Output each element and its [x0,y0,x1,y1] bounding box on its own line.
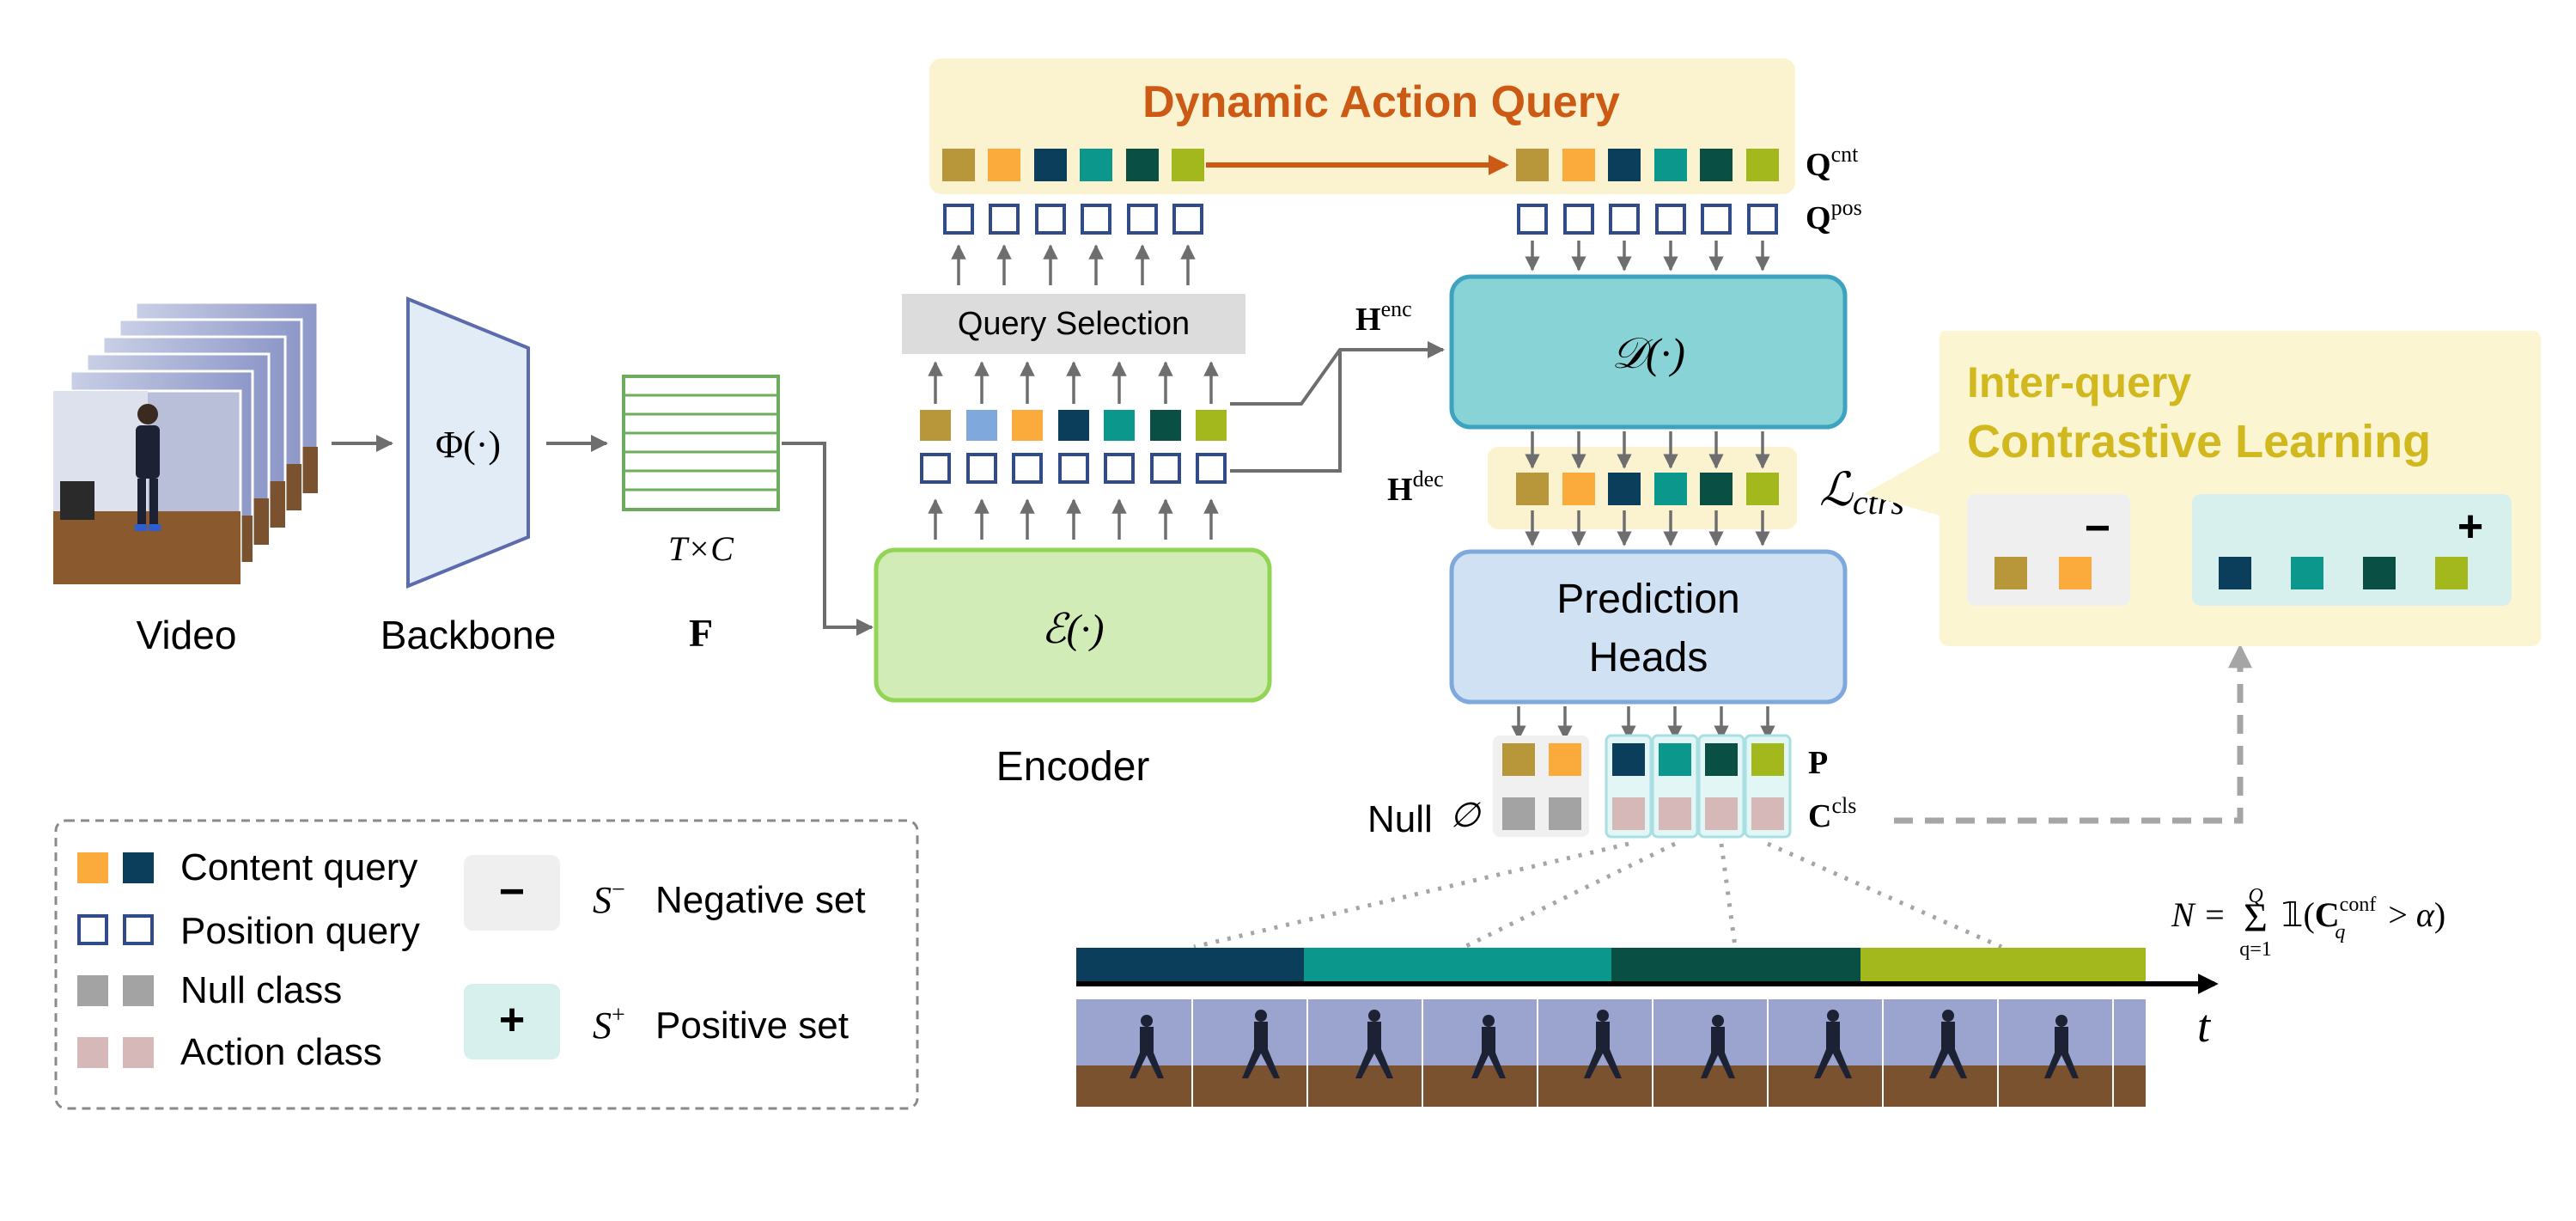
legend-action-swatch-2 [123,1037,154,1068]
dynamic-query-title: Dynamic Action Query [1142,77,1620,127]
backbone-block [406,296,530,589]
positive-set-box [2192,494,2512,606]
token-to-selection-arrows [928,361,1219,404]
svg-text:N =: N = [2171,895,2226,934]
h-enc-arrow-position [1230,350,1342,473]
decoder-block [1449,274,1848,430]
legend-positive-symbol: S+ [593,1002,625,1047]
pos-token-4 [2435,557,2468,589]
pos-token-2 [2291,557,2323,589]
decoder-to-hdec-arrows [1525,431,1770,469]
h-enc-label: Henc [1355,296,1412,338]
legend-negative-sign: − [499,867,525,917]
c-cls-label: Ccls [1808,793,1856,834]
positive-set-sign: + [2457,502,2483,552]
h-dec-label: Hdec [1387,467,1444,508]
encoder-content-tokens [920,410,1227,441]
timeline-segments [1076,948,2146,982]
legend-content-swatch-2 [123,852,154,883]
legend-position-query: Position query [180,910,420,952]
query-content-left [942,149,1204,181]
query-selection-label: Query Selection [958,306,1190,342]
legend-negative-set: Negative set [655,879,866,921]
pos-token-3 [2363,557,2396,589]
prediction-cls-row [1502,797,1784,830]
video-strip [1076,999,2146,1107]
svg-text:q=1: q=1 [2239,938,2272,961]
query-to-decoder-arrows [1525,241,1770,272]
svg-text:Σ: Σ [2244,895,2268,941]
encoder-output-arrows [928,498,1219,540]
legend-null-swatch-1 [77,975,108,1006]
query-position-left [943,204,1203,235]
prediction-heads-line1: Prediction [1556,577,1739,622]
negative-set-sign: − [2085,504,2110,553]
q-pos-label: Qpos [1806,195,1862,236]
legend-content-swatch-1 [77,852,108,883]
prediction-p-row [1502,743,1784,776]
feature-map [622,375,780,511]
null-symbol: ∅ [1450,796,1482,834]
legend-positive-set: Positive set [655,1004,849,1047]
feature-dim-label: T×C [668,529,734,568]
legend-null-class: Null class [180,969,342,1011]
legend-null-swatch-2 [123,975,154,1006]
video-frames [52,301,320,586]
arrow-feature-to-encoder [782,442,874,636]
backbone-label: Backbone [381,613,557,657]
q-cnt-label: Qcnt [1806,142,1859,183]
timeline-dotted-links [1193,841,2003,949]
backbone-symbol: Φ(·) [435,424,501,466]
legend-positive-swatch [464,984,560,1059]
feature-symbol: F [689,611,713,655]
query-position-right [1517,204,1778,235]
video-label: Video [137,613,237,657]
selection-to-query-arrows [951,244,1196,285]
hdec-to-heads-arrows [1525,510,1770,546]
neg-token-2 [2059,557,2092,589]
prediction-heads-line2: Heads [1589,635,1708,681]
legend-negative-swatch [464,855,560,931]
encoder-label: Encoder [996,744,1150,790]
time-axis-label: t [2197,1000,2212,1052]
legend-positive-sign: + [499,995,525,1045]
h-dec-tokens [1516,473,1779,505]
heads-to-output-arrows [1511,706,1775,741]
prediction-heads-block [1449,549,1848,705]
legend-action-swatch-1 [77,1037,108,1068]
decoder-symbol: 𝒟(·) [1611,329,1685,377]
p-label: P [1808,745,1828,781]
legend-box [54,819,919,1110]
null-label: Null [1367,798,1433,840]
pos-token-1 [2219,557,2251,589]
video-front-frame [52,389,242,586]
feedback-arrow [1894,644,2252,824]
h-enc-arrow-content [1230,341,1445,406]
query-selection-block [902,294,1245,354]
encoder-symbol: ℰ(·) [1041,607,1104,652]
svg-text:Q: Q [2248,885,2262,907]
legend-negative-symbol: S− [593,876,625,921]
contrastive-title-line2: Contrastive Learning [1967,416,2431,467]
query-content-right [1516,149,1779,181]
encoder-block [874,547,1272,703]
contrastive-title-line1: Inter-query [1967,358,2191,406]
legend-action-class: Action class [180,1031,382,1073]
legend-content-query: Content query [180,846,417,888]
legend-position-swatch-1 [77,914,108,945]
legend-position-swatch-2 [123,914,154,945]
encoder-position-tokens [920,453,1227,484]
neg-token-1 [1994,557,2027,589]
